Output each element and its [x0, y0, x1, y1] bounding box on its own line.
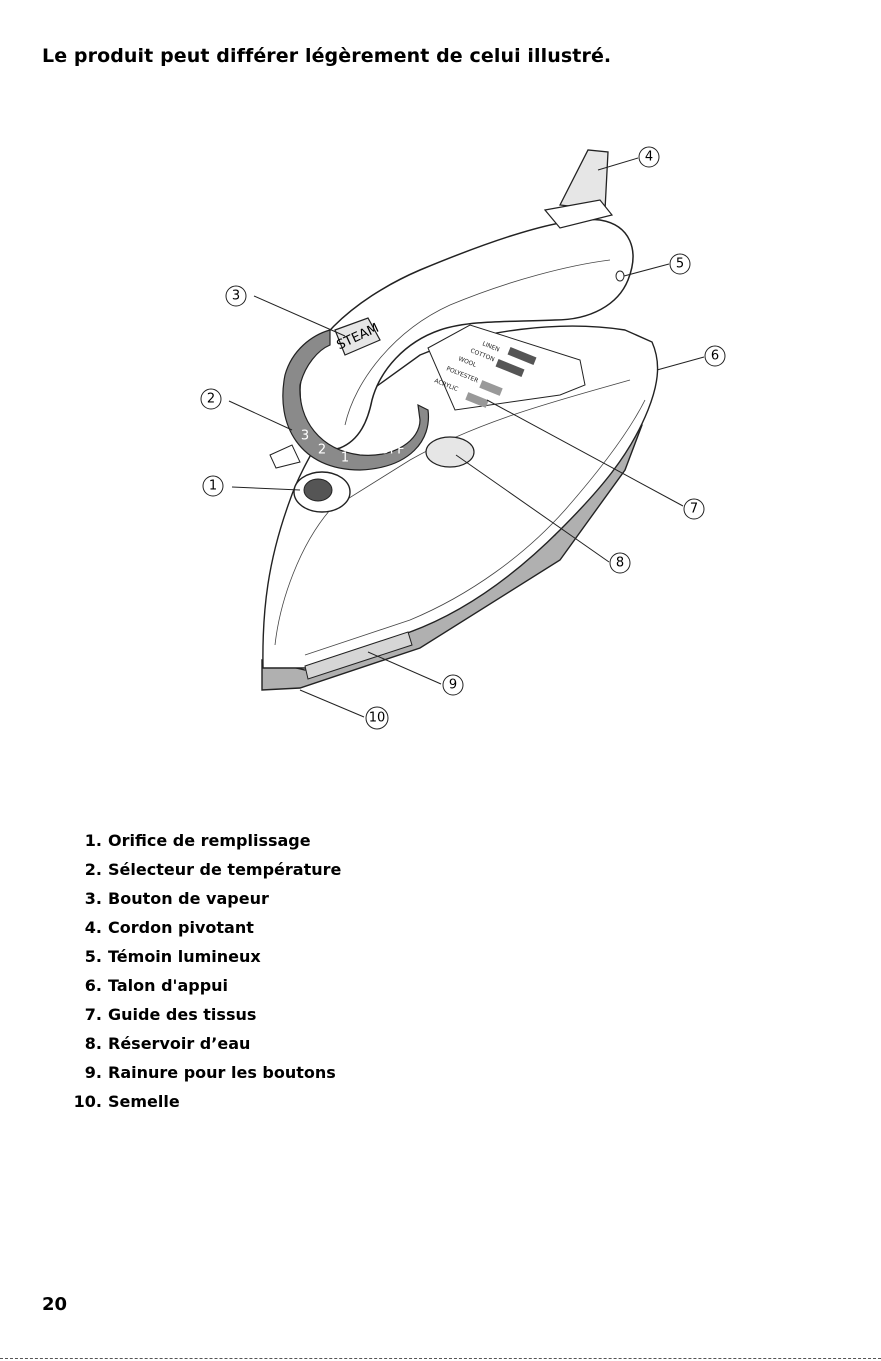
callout-4: 4 — [639, 147, 659, 167]
list-item: 5. Témoin lumineux — [60, 942, 341, 971]
svg-text:5: 5 — [676, 257, 684, 272]
parts-list: 1. Orifice de remplissage 2. Sélecteur de … — [60, 826, 341, 1116]
iron-illustration: OFF 1 2 3 STEAM LINEN COTTON WOOL POLYES… — [0, 0, 881, 760]
dial-mark-3: 3 — [301, 429, 309, 444]
indicator-light — [616, 271, 624, 281]
item-number: 3. — [60, 884, 102, 913]
list-item: 4. Cordon pivotant — [60, 913, 341, 942]
list-item: 6. Talon d'appui — [60, 971, 341, 1000]
fill-hole-opening — [304, 479, 332, 501]
callout-8: 8 — [610, 553, 630, 573]
callout-1: 1 — [203, 476, 223, 496]
svg-text:3: 3 — [232, 289, 240, 304]
list-item: 8. Réservoir d’eau — [60, 1029, 341, 1058]
svg-text:4: 4 — [645, 150, 653, 165]
item-number: 9. — [60, 1058, 102, 1087]
item-label: Talon d'appui — [108, 976, 228, 995]
iron-diagram: OFF 1 2 3 STEAM LINEN COTTON WOOL POLYES… — [0, 0, 881, 760]
callout-5: 5 — [670, 254, 690, 274]
leader-line-10 — [300, 690, 364, 717]
list-item: 1. Orifice de remplissage — [60, 826, 341, 855]
leader-line-9 — [368, 652, 441, 684]
callout-6: 6 — [705, 346, 725, 366]
page-number: 20 — [42, 1294, 67, 1315]
item-number: 8. — [60, 1029, 102, 1058]
callout-3: 3 — [226, 286, 246, 306]
leader-line-3 — [254, 296, 345, 336]
list-item: 3. Bouton de vapeur — [60, 884, 341, 913]
item-number: 2. — [60, 855, 102, 884]
item-label: Rainure pour les boutons — [108, 1063, 336, 1082]
dial-mark-1: 1 — [341, 451, 349, 466]
item-number: 5. — [60, 942, 102, 971]
list-item: 9. Rainure pour les boutons — [60, 1058, 341, 1087]
svg-text:9: 9 — [449, 678, 457, 693]
leader-line-6 — [657, 357, 704, 370]
item-label: Guide des tissus — [108, 1005, 256, 1024]
list-item: 2. Sélecteur de température — [60, 855, 341, 884]
item-label: Réservoir d’eau — [108, 1034, 250, 1053]
leader-line-2 — [229, 401, 292, 430]
dial-tab — [270, 445, 300, 468]
svg-text:10: 10 — [369, 711, 386, 726]
item-number: 4. — [60, 913, 102, 942]
item-number: 1. — [60, 826, 102, 855]
svg-text:1: 1 — [209, 479, 217, 494]
leader-line-1 — [232, 487, 300, 490]
item-number: 7. — [60, 1000, 102, 1029]
item-number: 6. — [60, 971, 102, 1000]
page-bottom-rule — [0, 1358, 881, 1360]
callout-2: 2 — [201, 389, 221, 409]
svg-text:8: 8 — [616, 556, 624, 571]
item-label: Témoin lumineux — [108, 947, 261, 966]
callout-10: 10 — [366, 707, 388, 729]
item-number: 10. — [60, 1087, 102, 1116]
item-label: Bouton de vapeur — [108, 889, 269, 908]
item-label: Sélecteur de température — [108, 860, 341, 879]
item-label: Orifice de remplissage — [108, 831, 311, 850]
svg-text:2: 2 — [207, 392, 215, 407]
dial-mark-off: OFF — [379, 443, 404, 458]
item-label: Semelle — [108, 1092, 180, 1111]
dial-mark-2: 2 — [318, 443, 326, 458]
svg-text:7: 7 — [690, 502, 698, 517]
list-item: 7. Guide des tissus — [60, 1000, 341, 1029]
item-label: Cordon pivotant — [108, 918, 254, 937]
list-item: 10. Semelle — [60, 1087, 341, 1116]
callout-9: 9 — [443, 675, 463, 695]
svg-text:6: 6 — [711, 349, 719, 364]
callout-7: 7 — [684, 499, 704, 519]
